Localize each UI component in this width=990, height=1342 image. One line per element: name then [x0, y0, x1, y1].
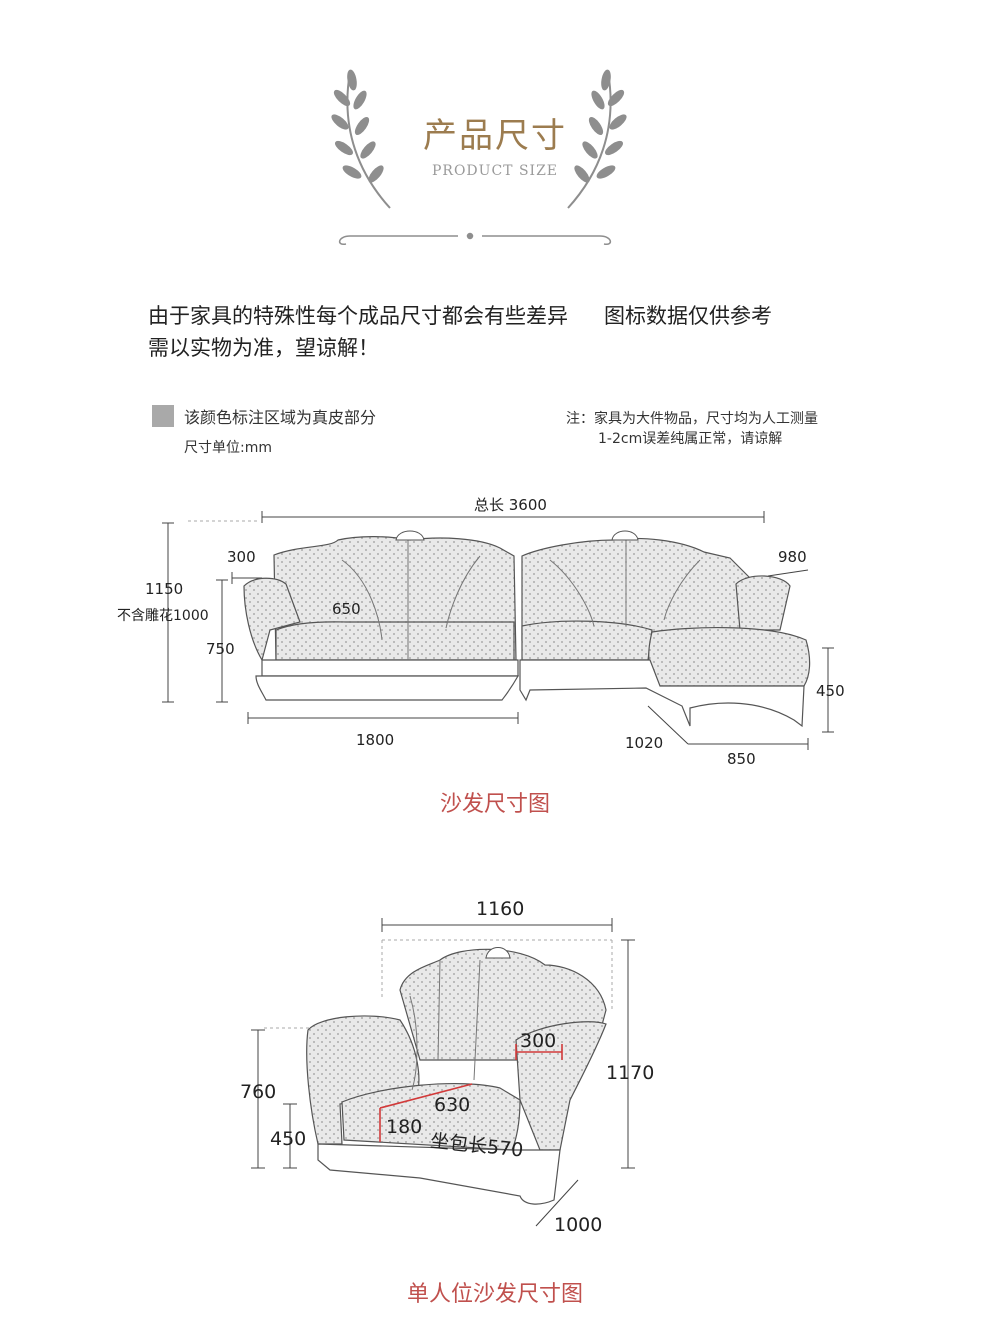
dim-single-seat-height: 450: [270, 1128, 307, 1150]
dim-height: 1150: [145, 580, 184, 598]
disclaimer-line2: 需以实物为准，望谅解！: [148, 336, 379, 360]
leather-color-swatch: [152, 405, 174, 427]
dim-single-arm-height: 760: [240, 1081, 277, 1103]
single-sofa-drawing: [251, 918, 635, 1227]
dim-seat-depth: 650: [332, 600, 361, 618]
dim-left-length: 1800: [356, 731, 395, 749]
dim-chaise-width: 980: [778, 548, 807, 566]
dim-chaise-depth: 850: [727, 750, 756, 768]
dim-seat-height: 450: [816, 682, 845, 700]
single-sofa-caption: 单人位沙发尺寸图: [406, 1282, 583, 1307]
dim-back-depth: 300: [227, 548, 256, 566]
page-subtitle: PRODUCT SIZE: [431, 163, 559, 179]
unit-label: 尺寸单位:mm: [184, 440, 272, 456]
dim-single-seat-depth: 630: [434, 1094, 471, 1116]
sofa-caption: 沙发尺寸图: [439, 792, 550, 817]
dim-single-height: 1170: [606, 1062, 655, 1084]
dim-chaise-length: 1020: [625, 734, 664, 752]
measurement-note-line2: 1-2cm误差纯属正常，请谅解: [598, 431, 783, 447]
measurement-note-line1: 注：家具为大件物品，尺寸均为人工测量: [566, 411, 818, 427]
dim-cushion-thickness: 180: [386, 1116, 423, 1138]
dim-arm-height: 750: [206, 640, 235, 658]
dim-total-length: 总长 3600: [474, 496, 547, 514]
leather-legend-label: 该颜色标注区域为真皮部分: [184, 408, 377, 427]
disclaimer-line1b: 图标数据仅供参考: [604, 304, 772, 328]
disclaimer-line1a: 由于家具的特殊性每个成品尺寸都会有些差异: [148, 304, 568, 328]
laurel-right-icon: [567, 69, 627, 209]
laurel-left-icon: [331, 69, 391, 209]
dim-single-depth: 1000: [554, 1214, 603, 1236]
dim-back-thickness: 300: [520, 1030, 557, 1052]
sectional-sofa-drawing: [162, 511, 834, 750]
divider-ornament-icon: [338, 232, 612, 245]
disclaimer-text: 由于家具的特殊性每个成品尺寸都会有些差异 图标数据仅供参考 需以实物为准，望谅解！: [148, 300, 878, 364]
dim-single-width: 1160: [476, 898, 525, 920]
dim-height-note: 不含雕花1000: [117, 608, 209, 624]
page-title: 产品尺寸: [423, 116, 567, 156]
